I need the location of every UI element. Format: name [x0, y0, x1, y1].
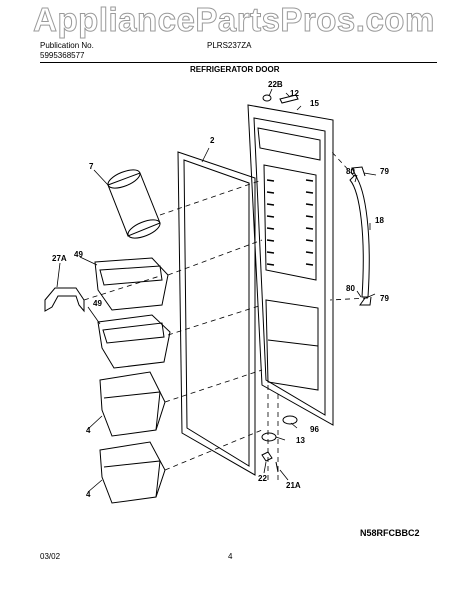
model-number: PLRS237ZA — [207, 41, 252, 50]
callout-79-upper: 79 — [380, 167, 389, 176]
part-12 — [279, 94, 299, 104]
callout-49-lower: 49 — [93, 299, 102, 308]
callout-22b: 22B — [268, 80, 283, 89]
callout-4-lower: 4 — [86, 490, 91, 499]
part-22b — [262, 94, 272, 102]
callout-15: 15 — [310, 99, 319, 108]
door-bin-4-upper — [99, 371, 166, 437]
callout-49-upper: 49 — [74, 250, 83, 259]
callout-80-lower: 80 — [346, 284, 355, 293]
callout-18: 18 — [375, 216, 384, 225]
watermark: AppliancePartsPros.com — [33, 1, 435, 39]
footer-page-number: 4 — [228, 552, 233, 561]
door-bin-4-lower — [99, 441, 166, 504]
callout-13: 13 — [296, 436, 305, 445]
section-title: REFRIGERATOR DOOR — [190, 65, 280, 74]
callout-96: 96 — [310, 425, 319, 434]
part-96 — [282, 415, 298, 425]
door-gasket — [177, 151, 256, 476]
door-bin-49-upper — [94, 257, 169, 311]
callout-2: 2 — [210, 136, 215, 145]
callout-27a: 27A — [52, 254, 67, 263]
header-rule — [40, 62, 437, 63]
handle-18 — [349, 174, 370, 298]
part-22 — [261, 451, 273, 462]
publication-label: Publication No. — [40, 41, 94, 50]
callout-4-upper: 4 — [86, 426, 91, 435]
callout-80-upper: 80 — [346, 167, 355, 176]
callout-79-lower: 79 — [380, 294, 389, 303]
part-27a-bracket — [44, 287, 85, 313]
diagram-code: N58RFCBBC2 — [360, 528, 420, 538]
publication-number: 5995368577 — [40, 51, 85, 60]
callout-21a: 21A — [286, 481, 301, 490]
callout-7: 7 — [89, 162, 94, 171]
door-bin-49-lower — [97, 314, 171, 369]
door-liner — [253, 117, 326, 416]
door-outer-panel — [247, 104, 334, 426]
footer-date: 03/02 — [40, 552, 61, 561]
part-13 — [261, 432, 277, 442]
callout-12: 12 — [290, 89, 299, 98]
callout-22: 22 — [258, 474, 267, 483]
